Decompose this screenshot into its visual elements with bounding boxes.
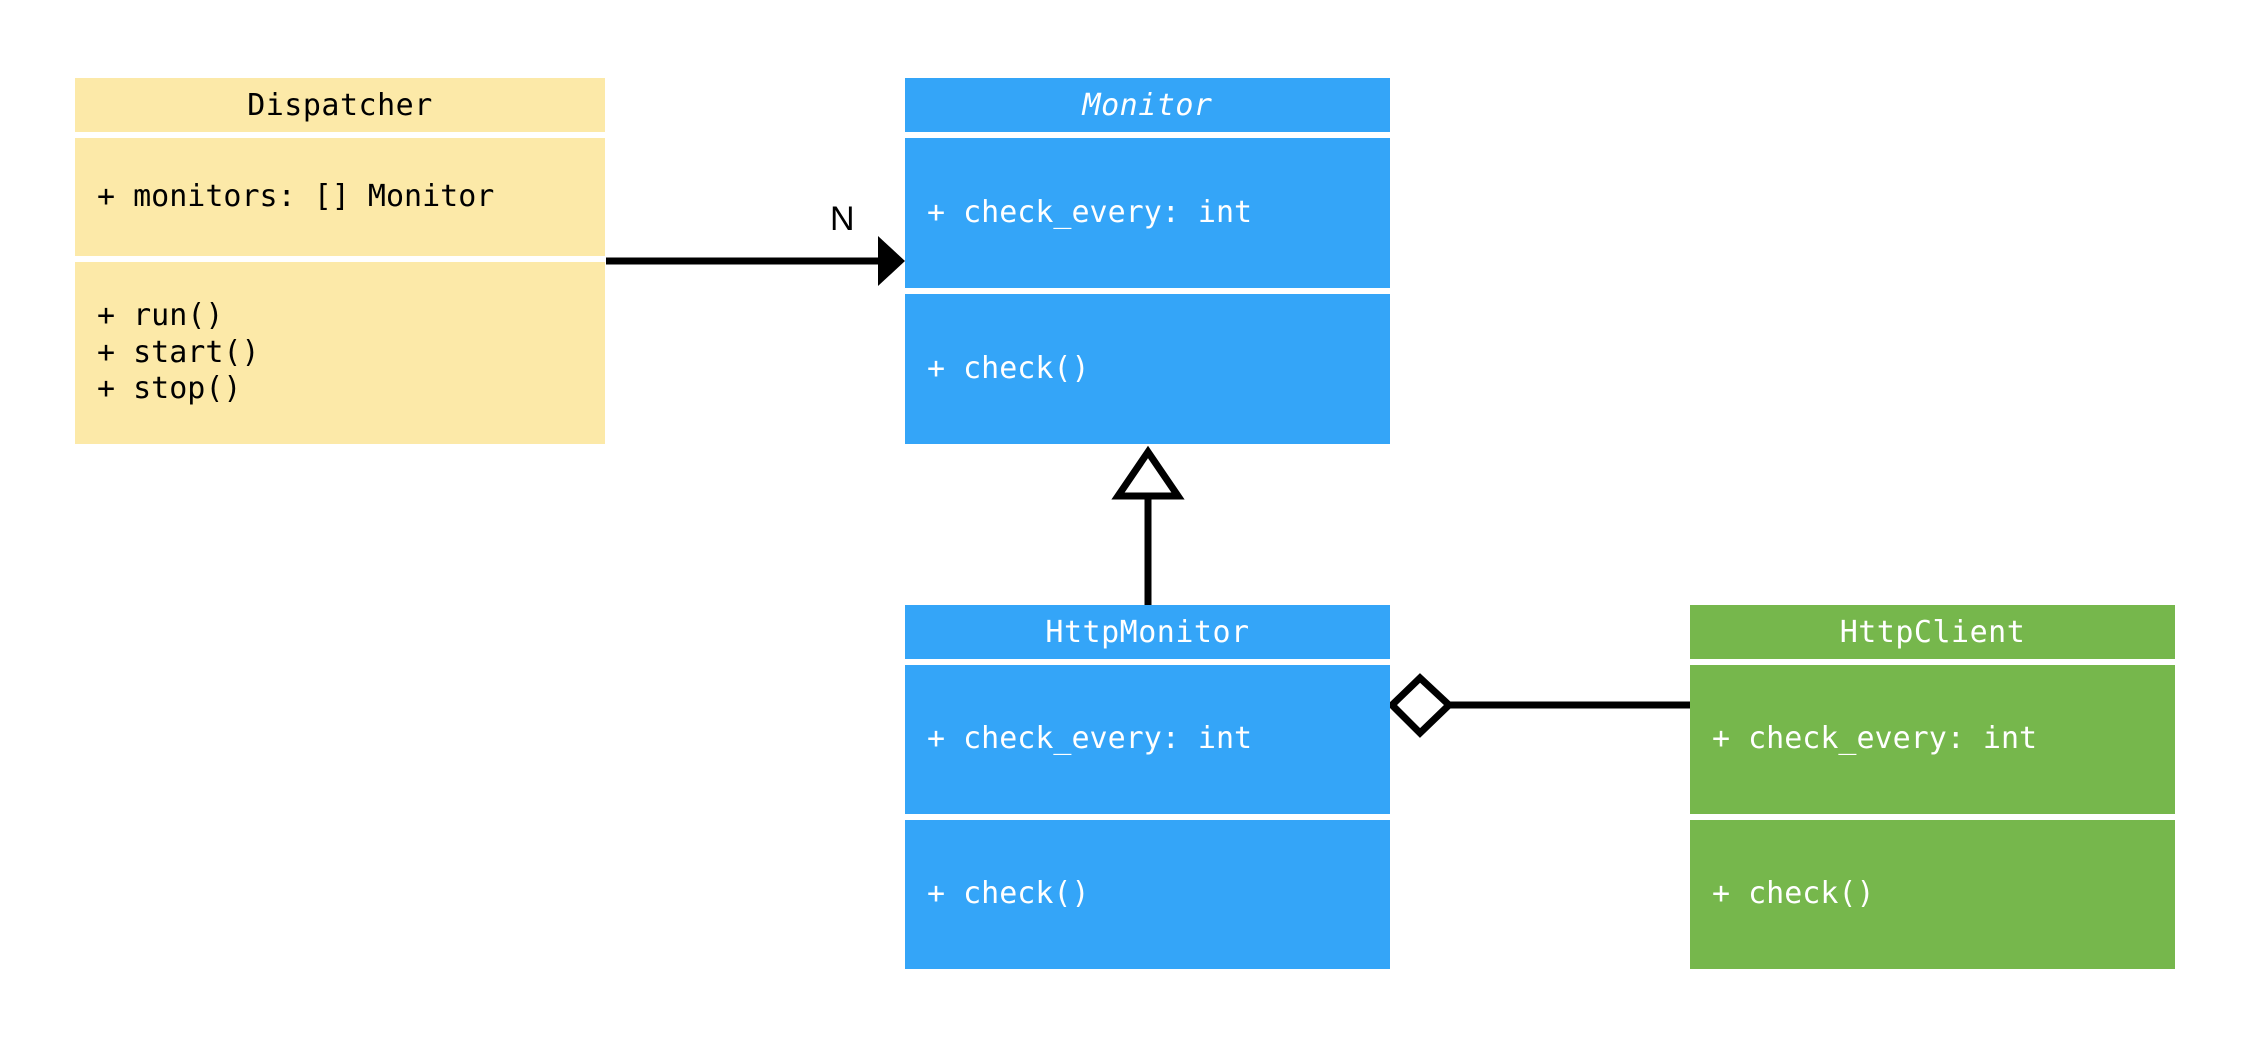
class-methods-compartment-http-client: + check() xyxy=(1690,820,2175,969)
method-item: + check() xyxy=(1712,876,1875,912)
filled-triangle-arrowhead-icon xyxy=(878,236,905,286)
compartment-separator xyxy=(905,814,1390,820)
association-multiplicity-label: N xyxy=(830,200,855,238)
edge-dispatcher-to-monitor xyxy=(606,236,905,286)
class-box-http-monitor[interactable]: HttpMonitor + check_every: int + check() xyxy=(905,605,1390,975)
class-methods-compartment-http-monitor: + check() xyxy=(905,820,1390,969)
class-attributes-compartment-monitor: + check_every: int xyxy=(905,138,1390,288)
class-box-http-client[interactable]: HttpClient + check_every: int + check() xyxy=(1690,605,2175,975)
compartment-separator xyxy=(1690,814,2175,820)
class-box-monitor[interactable]: Monitor + check_every: int + check() xyxy=(905,78,1390,450)
method-item: + check() xyxy=(927,876,1090,912)
hollow-triangle-arrowhead-icon xyxy=(1111,445,1185,500)
class-name-http-monitor: HttpMonitor xyxy=(1045,614,1250,650)
attribute-item: + monitors: [] Monitor xyxy=(97,178,495,214)
class-name-monitor: Monitor xyxy=(1082,87,1213,123)
method-item: + run() xyxy=(97,298,224,334)
class-box-dispatcher[interactable]: Dispatcher + monitors: [] Monitor + run(… xyxy=(75,78,605,450)
method-list: + run() + start() + stop() xyxy=(97,298,260,408)
method-item: + stop() xyxy=(97,371,242,407)
class-attributes-compartment-dispatcher: + monitors: [] Monitor xyxy=(75,138,605,256)
attribute-item: + check_every: int xyxy=(1712,721,2038,757)
compartment-separator xyxy=(905,132,1390,138)
attribute-list: + check_every: int xyxy=(927,721,1252,758)
method-list: + check() xyxy=(1712,876,1875,913)
attribute-item: + check_every: int xyxy=(927,194,1253,230)
compartment-separator xyxy=(905,288,1390,294)
class-title-compartment-http-monitor: HttpMonitor xyxy=(905,605,1390,659)
class-attributes-compartment-http-monitor: + check_every: int xyxy=(905,665,1390,814)
method-list: + check() xyxy=(927,876,1090,913)
edge-httpmonitor-inherits-monitor xyxy=(1111,445,1185,605)
class-title-compartment-dispatcher: Dispatcher xyxy=(75,78,605,132)
compartment-separator xyxy=(1690,659,2175,665)
edge-httpmonitor-aggregates-httpclient xyxy=(1387,673,1690,738)
compartment-separator xyxy=(905,659,1390,665)
method-item: + check() xyxy=(927,350,1090,386)
class-name-dispatcher: Dispatcher xyxy=(247,87,433,123)
method-item: + start() xyxy=(97,334,260,370)
attribute-list: + check_every: int xyxy=(1712,721,2037,758)
class-attributes-compartment-http-client: + check_every: int xyxy=(1690,665,2175,814)
attribute-list: + check_every: int xyxy=(927,195,1252,232)
class-methods-compartment-dispatcher: + run() + start() + stop() xyxy=(75,262,605,444)
class-methods-compartment-monitor: + check() xyxy=(905,294,1390,444)
method-list: + check() xyxy=(927,351,1090,388)
compartment-separator xyxy=(75,132,605,138)
attribute-item: + check_every: int xyxy=(927,721,1253,757)
compartment-separator xyxy=(75,256,605,262)
class-title-compartment-monitor: Monitor xyxy=(905,78,1390,132)
hollow-diamond-icon xyxy=(1387,673,1455,738)
class-title-compartment-http-client: HttpClient xyxy=(1690,605,2175,659)
attribute-list: + monitors: [] Monitor xyxy=(97,179,494,216)
class-name-http-client: HttpClient xyxy=(1839,614,2026,650)
